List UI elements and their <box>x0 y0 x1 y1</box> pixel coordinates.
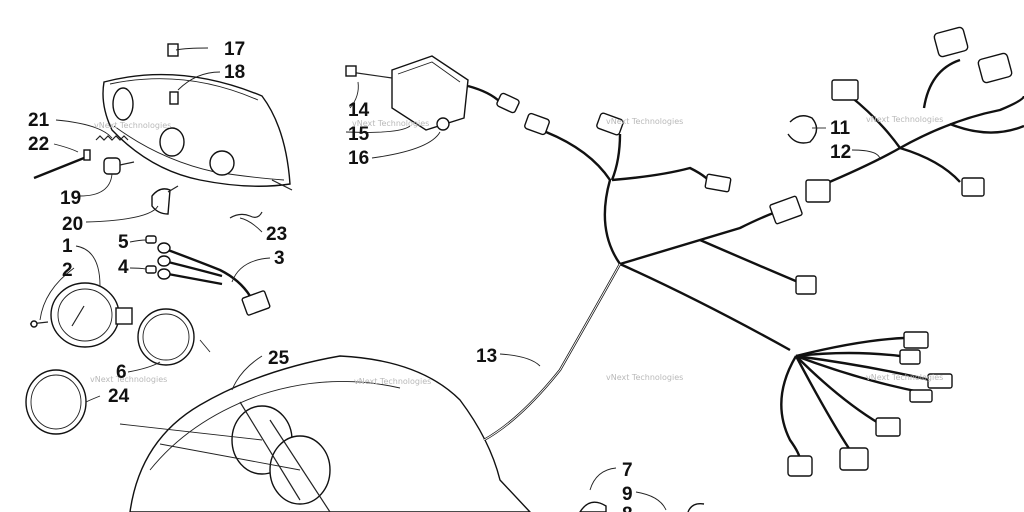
callout-18: 18 <box>224 62 245 83</box>
bulb-4 <box>145 265 157 274</box>
callout-1: 1 <box>62 236 73 257</box>
callout-14: 14 <box>348 100 370 121</box>
callout-8: 8 <box>622 504 633 512</box>
bottom-fittings <box>579 501 705 512</box>
speedometer-gauge <box>29 282 133 348</box>
voltage-regulator <box>345 55 469 131</box>
callout-13: 13 <box>476 346 497 367</box>
callout-7: 7 <box>622 460 633 481</box>
watermark-text: vNext Technologies <box>90 375 167 384</box>
gauge-bezel-6 <box>137 308 195 366</box>
watermark-text: vNext Technologies <box>606 117 683 126</box>
callout-25: 25 <box>268 348 290 369</box>
wire-clip-11 <box>787 115 818 144</box>
callout-5: 5 <box>118 232 129 253</box>
spring-23 <box>229 211 263 219</box>
instrument-pod-25 <box>129 355 531 512</box>
callout-15: 15 <box>348 124 370 145</box>
callout-labels: 17 18 21 22 19 20 23 1 2 5 4 3 6 24 25 1… <box>28 39 851 512</box>
callout-3: 3 <box>274 248 285 269</box>
leader-lines <box>39 47 881 511</box>
callout-17: 17 <box>224 39 245 60</box>
screw-22 <box>33 149 91 180</box>
watermark-text: vNext Technologies <box>866 373 943 382</box>
bulb-harness-3 <box>157 242 271 316</box>
watermark-text: vNext Technologies <box>94 121 171 130</box>
callout-21: 21 <box>28 110 50 131</box>
bulb-socket-19 <box>103 157 135 175</box>
callout-20: 20 <box>62 214 83 235</box>
callout-11: 11 <box>830 118 851 139</box>
callout-6: 6 <box>116 362 127 383</box>
watermark-text: vNext Technologies <box>606 373 683 382</box>
callout-19: 19 <box>60 188 81 209</box>
watermarks: vNext Technologies vNext Technologies vN… <box>90 115 943 386</box>
harness-branch-connectors <box>780 331 953 477</box>
callout-22: 22 <box>28 134 49 155</box>
bulb-socket-20 <box>151 185 179 215</box>
callout-2: 2 <box>62 260 73 281</box>
callout-24: 24 <box>108 386 130 407</box>
bulb-5 <box>145 235 157 244</box>
callout-23: 23 <box>266 224 287 245</box>
watermark-text: vNext Technologies <box>352 119 429 128</box>
gauge-ring-24 <box>25 369 87 435</box>
watermark-text: vNext Technologies <box>866 115 943 124</box>
callout-4: 4 <box>118 257 129 278</box>
adjuster-screw-21 <box>95 135 129 141</box>
callout-9: 9 <box>622 484 633 505</box>
headlight-assembly <box>102 43 293 191</box>
harness-12 <box>805 26 1024 203</box>
main-wiring-harness-13 <box>467 84 817 442</box>
watermark-text: vNext Technologies <box>354 377 431 386</box>
callout-16: 16 <box>348 148 369 169</box>
callout-12: 12 <box>830 142 851 163</box>
